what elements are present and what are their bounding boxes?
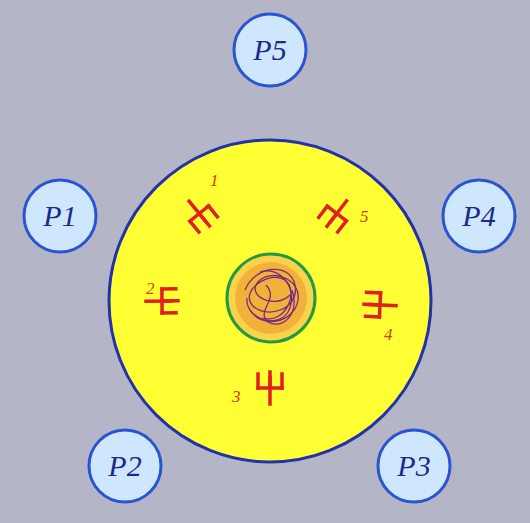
bowl — [227, 254, 315, 342]
fork — [317, 194, 356, 234]
fork-number: 3 — [232, 388, 241, 405]
philosopher-circle: P4 — [441, 178, 517, 254]
philosopher-name: P4 — [462, 199, 495, 233]
philosopher-name: P3 — [397, 449, 430, 483]
philosopher-name: P1 — [43, 199, 76, 233]
fork-number: 4 — [384, 326, 393, 343]
fork — [180, 194, 219, 234]
fork-number: 5 — [360, 208, 369, 225]
philosopher-name: P2 — [108, 449, 141, 483]
fork — [258, 372, 282, 404]
bowl-inner — [235, 262, 307, 334]
philosopher-circle: P5 — [232, 12, 308, 88]
forks — [146, 194, 397, 404]
philosopher-circle: P3 — [376, 428, 452, 504]
spaghetti — [245, 269, 298, 324]
fork-number: 1 — [210, 172, 219, 189]
table — [109, 140, 431, 462]
fork-number: 2 — [146, 280, 155, 297]
philosopher-name: P5 — [253, 33, 286, 67]
philosopher-circle: P2 — [87, 428, 163, 504]
philosopher-circle: P1 — [22, 178, 98, 254]
fork — [363, 292, 396, 317]
